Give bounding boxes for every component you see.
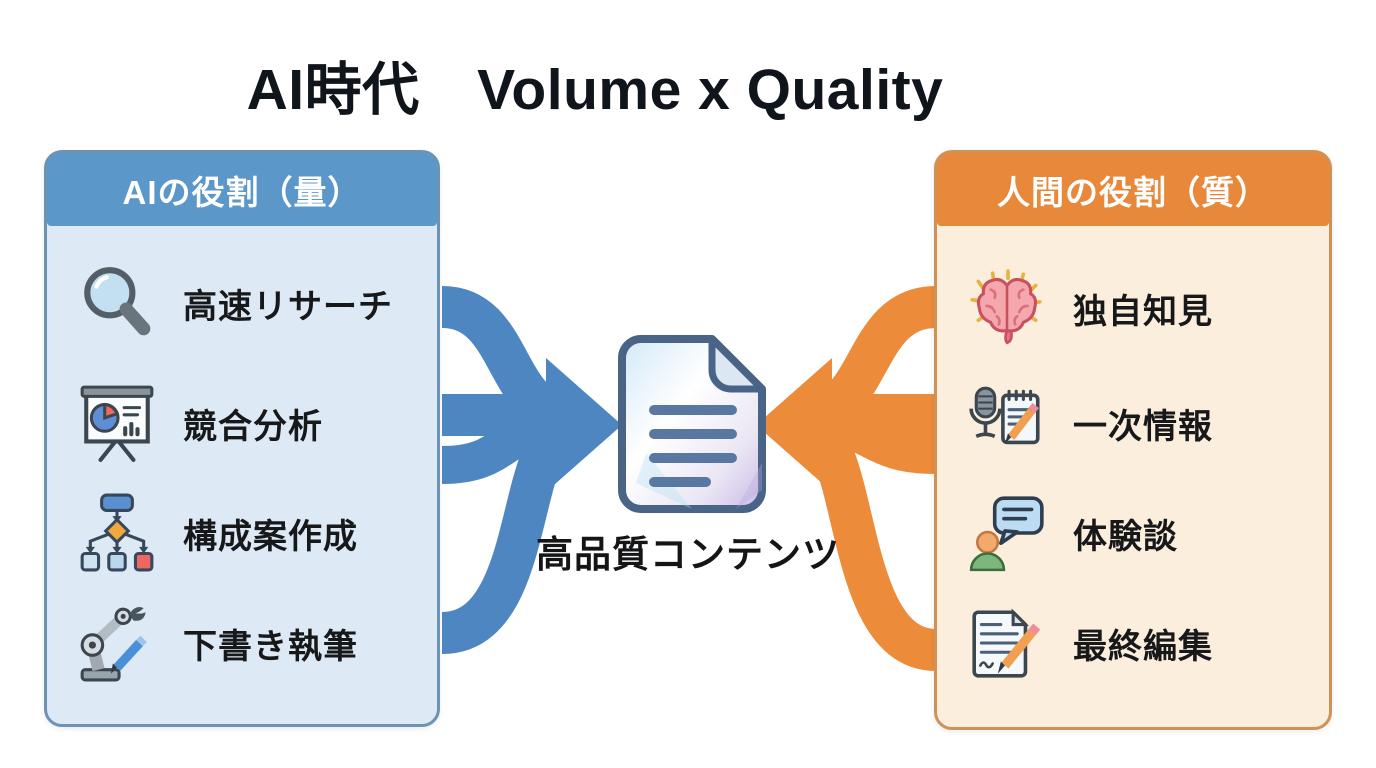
list-item-fast-research: 高速リサーチ xyxy=(73,258,429,348)
list-item-primary-information: 一次情報 xyxy=(963,378,1321,468)
center-output-label: 高品質コンテンツ xyxy=(536,534,840,575)
document-pencil-icon xyxy=(972,608,1041,678)
ai-role-panel: AIの役割（量） 高速リサーチ xyxy=(44,150,440,727)
list-item-unique-insight: 独自知見 xyxy=(963,263,1321,353)
ai-role-panel-title: AIの役割（量） xyxy=(122,173,362,211)
item-label: 最終編集 xyxy=(1073,627,1213,666)
person-speech-bubble-icon xyxy=(969,496,1044,572)
ai-role-panel-header: AIの役割（量） xyxy=(47,153,437,226)
blue-arrow-streams xyxy=(439,286,576,654)
item-label: 構成案作成 xyxy=(183,517,358,556)
item-label: 下書き執筆 xyxy=(183,627,358,666)
human-role-panel: 人間の役割（質） xyxy=(934,150,1332,730)
blue-arrowhead xyxy=(546,358,622,492)
robot-arm-pencil-icon xyxy=(80,606,147,682)
human-role-panel-header: 人間の役割（質） xyxy=(937,153,1329,226)
list-item-draft-writing: 下書き執筆 xyxy=(73,598,429,688)
presentation-chart-icon xyxy=(80,385,154,462)
page-title: AI時代 Volume x Quality xyxy=(246,58,944,122)
brain-icon xyxy=(970,269,1042,345)
list-item-competitor-analysis: 競合分析 xyxy=(73,378,429,468)
item-label: 独自知見 xyxy=(1073,292,1213,331)
item-label: 一次情報 xyxy=(1073,407,1213,446)
list-item-outline-creation: 構成案作成 xyxy=(73,488,429,578)
list-item-personal-experience: 体験談 xyxy=(963,488,1321,578)
flowchart-icon xyxy=(80,493,154,572)
item-label: 競合分析 xyxy=(183,407,323,446)
item-label: 体験談 xyxy=(1073,517,1178,556)
item-label: 高速リサーチ xyxy=(183,287,393,326)
human-role-panel-title: 人間の役割（質） xyxy=(997,173,1269,211)
orange-arrow-streams xyxy=(800,286,939,671)
magnifier-icon xyxy=(84,267,151,336)
document-icon xyxy=(618,335,766,513)
microphone-notepad-icon xyxy=(969,386,1040,445)
list-item-final-editing: 最終編集 xyxy=(963,598,1321,688)
